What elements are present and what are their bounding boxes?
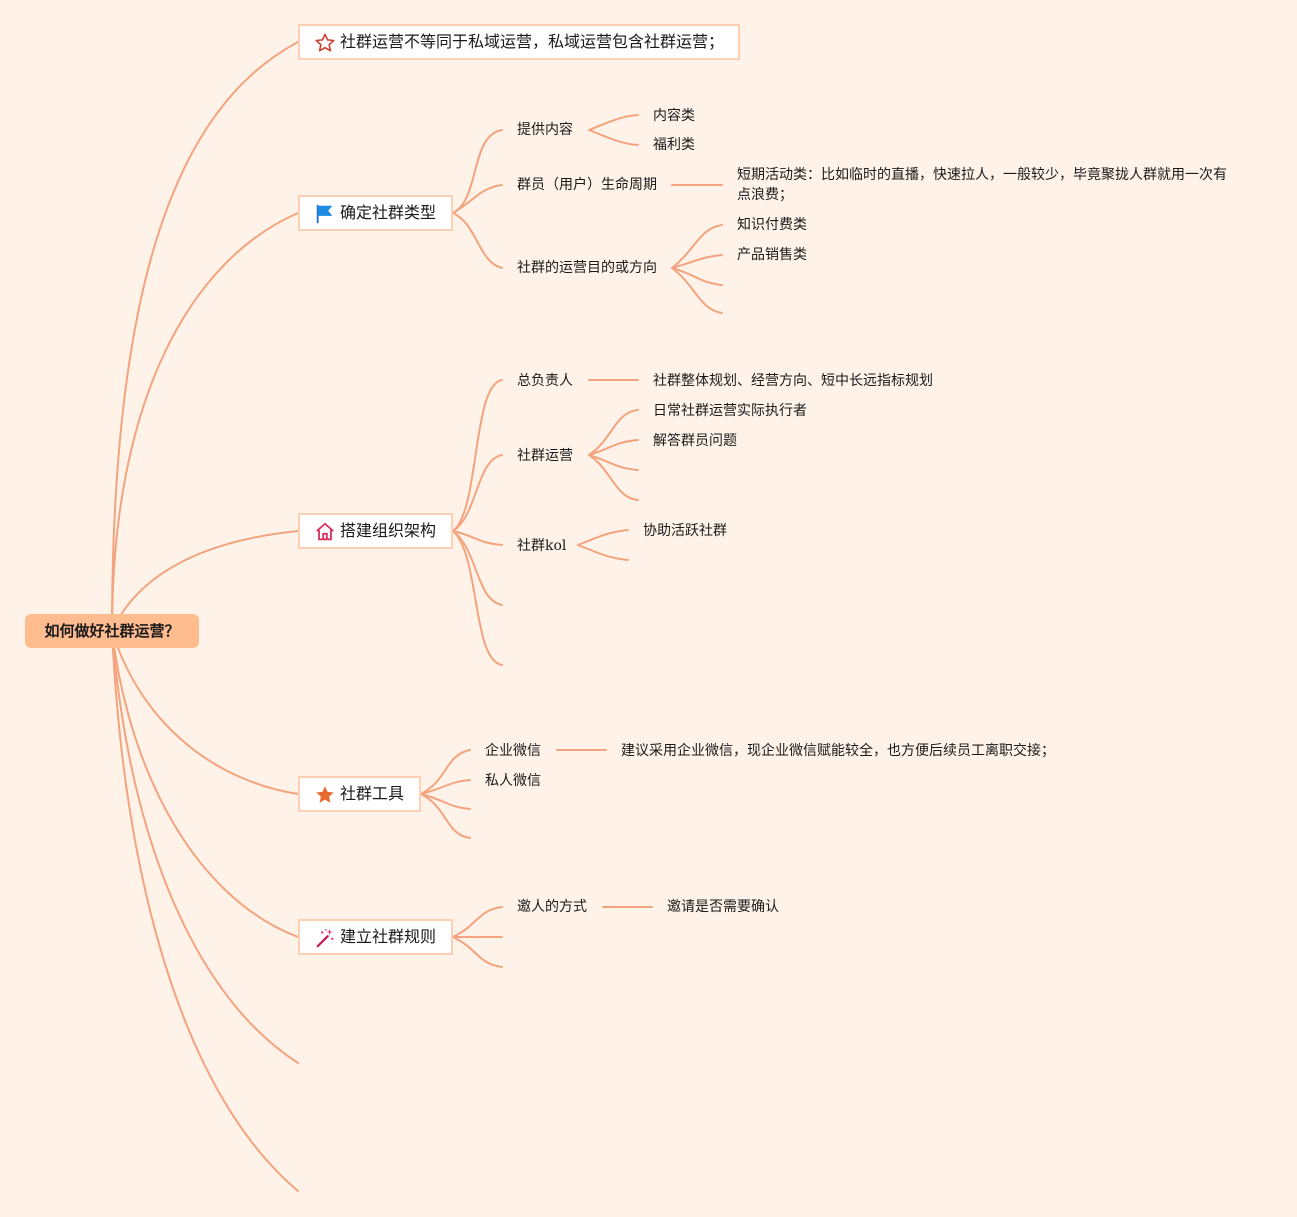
connector-b1-c2-g1	[671, 254, 723, 269]
subtopic-personal-wechat[interactable]: 私人微信	[485, 773, 541, 789]
connector-b1-c0-g0	[588, 114, 639, 131]
root-topic[interactable]: 如何做好社群运营？	[25, 614, 199, 648]
connector-b2-c2-g0	[577, 529, 629, 546]
connector-root-b1	[111, 212, 299, 632]
subtopic-member-lifecycle[interactable]: 群员（用户）生命周期	[517, 177, 657, 193]
subtopic-operation-purpose[interactable]: 社群的运营目的或方向	[517, 260, 657, 276]
branch-community-rules[interactable]: 建立社群规则	[298, 919, 453, 955]
leaf-welfare-type[interactable]: 福利类	[653, 137, 695, 153]
connector-b3-c3	[420, 793, 471, 839]
connector-b1-c0	[452, 129, 503, 214]
branch-community-tools[interactable]: 社群工具	[298, 776, 421, 812]
connector-b3-c0	[420, 749, 471, 795]
connector-b1-c2-g2	[671, 267, 723, 286]
connector-b3-c2	[420, 793, 471, 810]
leaf-invite-confirm[interactable]: 邀请是否需要确认	[667, 899, 779, 915]
subtopic-community-kol[interactable]: 社群kol	[517, 538, 567, 554]
connector-b2-c1	[452, 454, 503, 532]
branch-label: 搭建组织架构	[340, 521, 437, 540]
connector-root-b0	[111, 41, 299, 632]
branch-label: 建立社群规则	[340, 927, 437, 946]
connector-b2-c1-g0	[588, 409, 639, 456]
leaf-daily-executor[interactable]: 日常社群运营实际执行者	[653, 403, 807, 419]
connector-b4-c0	[452, 906, 503, 938]
star-filled-icon	[316, 786, 334, 803]
leaf-wecom-advice[interactable]: 建议采用企业微信，现企业微信赋能较全，也方便后续员工离职交接；	[621, 743, 1055, 759]
connector-b2-c2-g1	[577, 544, 629, 561]
branch-label: 社群运营不等同于私域运营，私域运营包含社群运营；	[340, 32, 725, 51]
leaf-help-activate[interactable]: 协助活跃社群	[643, 523, 727, 539]
connector-b2-c0	[452, 379, 503, 532]
leaf-paid-knowledge[interactable]: 知识付费类	[737, 217, 807, 233]
connector-b1-c2-g0	[671, 224, 723, 269]
connector-b2-c4	[452, 530, 503, 666]
connector-root-empty-2	[111, 630, 299, 1192]
subtopic-provide-content[interactable]: 提供内容	[517, 122, 573, 138]
leaf-product-sales[interactable]: 产品销售类	[737, 247, 807, 263]
subtopic-general-manager[interactable]: 总负责人	[517, 373, 573, 389]
leaf-overall-planning[interactable]: 社群整体规划、经营方向、短中长远指标规划	[653, 373, 933, 389]
connector-b2-c3	[452, 530, 503, 606]
leaf-answer-questions[interactable]: 解答群员问题	[653, 433, 737, 449]
connector-b1-c0-g1	[588, 129, 639, 146]
connector-b1-c2-g3	[671, 267, 723, 314]
connector-b2-c1-g1	[588, 439, 639, 456]
blue-flag-icon	[316, 204, 333, 224]
connector-b3-c1	[420, 779, 471, 795]
branch-community-type[interactable]: 确定社群类型	[298, 195, 453, 231]
subtopic-wecom[interactable]: 企业微信	[485, 743, 541, 759]
connector-b2-c1-g2	[588, 454, 639, 471]
subtopic-invite-method[interactable]: 邀人的方式	[517, 899, 587, 915]
connector-root-b2	[111, 530, 299, 632]
connector-b2-c2	[452, 530, 503, 546]
connector-b4-c2	[452, 936, 503, 968]
magic-wand-icon	[316, 928, 334, 948]
branch-org-structure[interactable]: 搭建组织架构	[298, 513, 453, 549]
connector-b1-c1	[452, 184, 503, 214]
leaf-content-type[interactable]: 内容类	[653, 108, 695, 124]
connector-b2-c1-g3	[588, 454, 639, 501]
connector-root-empty-1	[111, 630, 299, 1064]
connector-b1-c2	[452, 212, 503, 269]
branch-label: 社群工具	[340, 784, 405, 803]
leaf-short-term-activity[interactable]: 短期活动类：比如临时的直播，快速拉人，一般较少，毕竟聚拢人群就用一次有点浪费；	[737, 167, 1227, 203]
connector-root-b4	[111, 630, 299, 938]
branch-private-domain-note[interactable]: 社群运营不等同于私域运营，私域运营包含社群运营；	[298, 24, 740, 60]
house-icon	[316, 522, 334, 541]
star-outline-icon	[315, 33, 335, 52]
branch-label: 确定社群类型	[340, 203, 437, 222]
subtopic-community-operator[interactable]: 社群运营	[517, 448, 573, 464]
connector-root-b3	[111, 630, 299, 795]
